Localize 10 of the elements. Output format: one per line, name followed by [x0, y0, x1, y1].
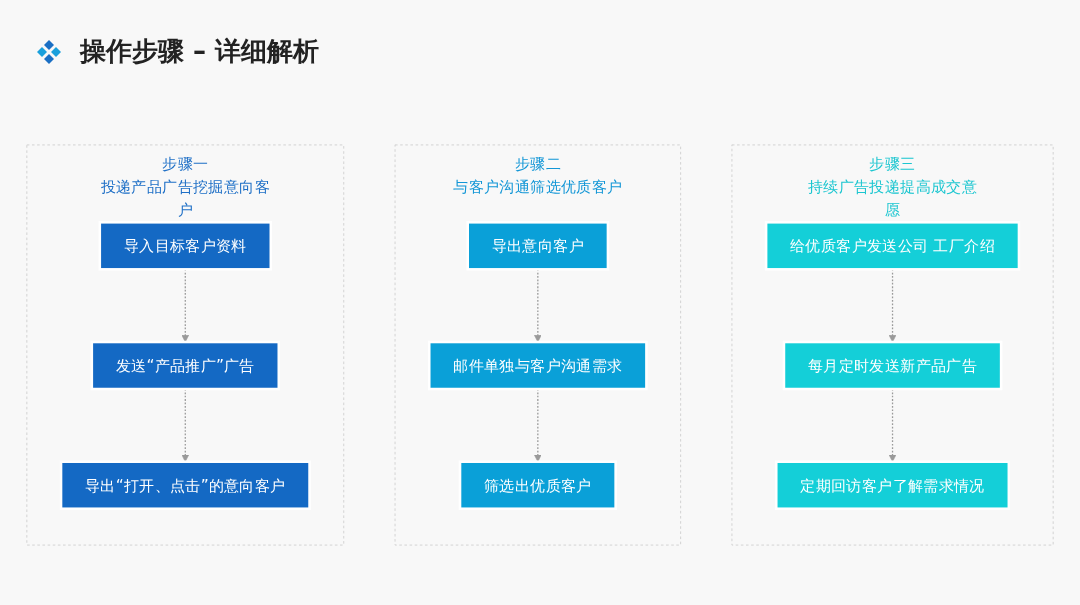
node-box: 发送“产品推广”广告 — [90, 340, 281, 391]
node-box: 导入目标客户资料 — [98, 221, 273, 271]
node-box: 导出意向客户 — [466, 221, 610, 271]
node-box: 给优质客户发送公司 工厂介绍 — [764, 221, 1021, 271]
node-box: 每月定时发送新产品广告 — [782, 340, 1003, 391]
node-box: 筛选出优质客户 — [458, 460, 617, 510]
title: 操作步骤 – 详细解析 — [80, 35, 320, 68]
node-box: 邮件单独与客户沟通需求 — [427, 340, 648, 391]
node-box: 定期回访客户了解需求情况 — [775, 460, 1011, 510]
node-box: 导出“打开、点击”的意向客户 — [59, 460, 311, 510]
